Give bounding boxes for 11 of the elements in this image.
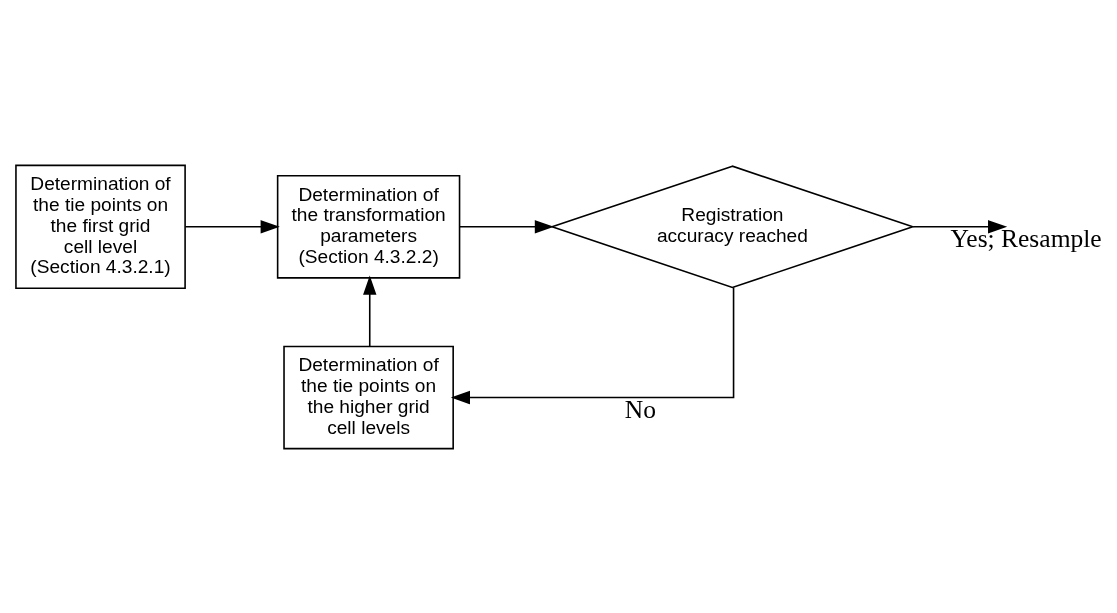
arrow <box>450 286 735 404</box>
arrow <box>184 219 280 234</box>
node-diamond: Registration accuracy reached <box>549 164 916 288</box>
node-box: Determination of the tie points on the higher grid cell levels <box>283 345 454 449</box>
edge-label: Yes; Resample <box>950 223 1102 253</box>
arrow <box>459 219 554 234</box>
node-box: Determination of the transformation parameters (Section 4.3.2.2) <box>276 174 461 279</box>
edge-label: No <box>624 394 657 424</box>
arrow <box>912 219 1008 234</box>
arrow <box>363 275 377 347</box>
node-box: Determination of the tie points on the first grid cell level (Section 4.3.2.1) <box>15 164 186 289</box>
